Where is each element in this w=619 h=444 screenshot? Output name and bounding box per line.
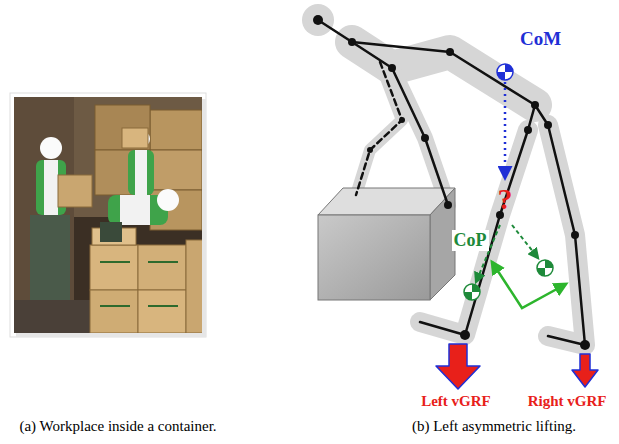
cop-marker	[472, 284, 480, 292]
cop-label: CoP	[452, 230, 489, 251]
cop-marker	[537, 260, 553, 276]
joint-dots	[531, 101, 539, 109]
stick-figure	[535, 105, 585, 345]
cop-shift-arrow	[492, 262, 566, 308]
cop-marker	[537, 268, 545, 276]
joint-dots	[544, 121, 552, 129]
body-silhouette	[392, 68, 448, 205]
unknown-mark: ?	[498, 182, 513, 217]
cop-guess-arrow	[512, 225, 538, 258]
workplace-photo	[100, 222, 122, 242]
workplace-photo	[90, 290, 138, 333]
cop-marker	[464, 284, 480, 300]
workplace-photo	[58, 175, 92, 207]
joint-dots	[580, 340, 590, 350]
workplace-photo	[30, 215, 70, 300]
joint-dots	[313, 15, 590, 350]
com-projection	[504, 82, 507, 178]
workplace-photo	[95, 150, 150, 195]
body-silhouette	[548, 125, 585, 345]
joint-dots	[460, 330, 470, 340]
joint-dots	[444, 201, 452, 209]
cop-marker	[464, 292, 472, 300]
workplace-photo	[138, 245, 186, 290]
workplace-photo	[90, 245, 138, 290]
workplace-photo	[122, 128, 148, 148]
workplace-photo	[14, 97, 74, 333]
workplace-photo	[148, 305, 178, 307]
workplace-photo	[100, 305, 130, 307]
workplace-photo	[186, 240, 202, 333]
body-silhouette	[302, 4, 334, 36]
cop-marker	[537, 260, 553, 276]
com-marker	[505, 64, 513, 72]
joint-dots	[399, 117, 405, 123]
force-label: Right vGRF	[528, 393, 607, 410]
body-silhouette	[356, 62, 402, 195]
joint-dots	[524, 126, 532, 134]
force-label: Left vGRF	[421, 393, 491, 410]
workplace-photo	[150, 150, 202, 190]
workplace-photo	[10, 93, 206, 337]
workplace-photo	[120, 195, 150, 225]
vgrf-arrow	[572, 354, 598, 387]
subfigure-caption: (a) Workplace inside a container.	[19, 418, 216, 435]
joint-dots	[313, 15, 323, 25]
workplace-photo	[14, 97, 202, 333]
joint-dots	[421, 134, 429, 142]
lifted-box	[318, 215, 430, 300]
joint-dots	[348, 38, 356, 46]
com-marker	[497, 64, 513, 80]
vgrf-arrow	[436, 344, 480, 389]
joint-dots	[388, 64, 396, 72]
workplace-photo	[40, 137, 62, 159]
workplace-photo	[44, 160, 58, 215]
stick-figure	[318, 20, 585, 345]
workplace-photo	[157, 189, 179, 211]
com-label: CoM	[520, 28, 561, 50]
workplace-photo	[138, 290, 186, 333]
cop-marker	[464, 284, 480, 300]
cop-marker	[545, 260, 553, 268]
joint-dots	[446, 48, 454, 56]
workplace-photo	[150, 110, 202, 150]
stick-figure	[356, 62, 402, 195]
workplace-photo	[10, 93, 206, 337]
com-marker	[497, 64, 513, 80]
workplace-photo	[135, 150, 147, 195]
workplace-photo	[14, 97, 202, 333]
vgrf-arrow	[436, 344, 480, 389]
workplace-photo	[128, 150, 154, 195]
workplace-photo	[95, 105, 150, 150]
joint-dots	[571, 231, 579, 239]
workplace-photo	[148, 261, 178, 263]
lifted-box	[318, 188, 455, 300]
body-silhouette	[302, 4, 585, 345]
workplace-photo	[100, 261, 130, 263]
stick-figure	[392, 68, 448, 205]
vgrf-arrow	[572, 354, 598, 387]
com-marker	[497, 72, 505, 80]
subfigure-caption: (b) Left asymmetric lifting.	[412, 418, 576, 435]
stick-figure	[352, 42, 535, 105]
joint-dots	[367, 147, 373, 153]
